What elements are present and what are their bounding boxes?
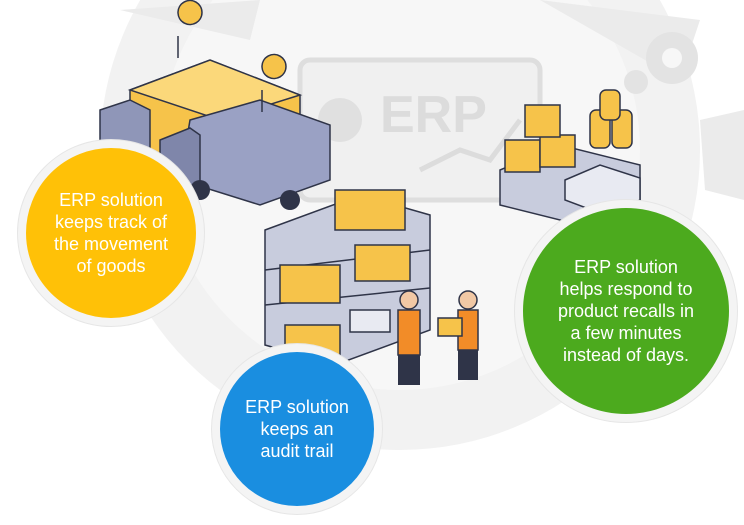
goods-tracking-text: ERP solution keeps track of the movement… bbox=[53, 190, 169, 276]
product-recall-text: ERP solution helps respond to product re… bbox=[557, 257, 695, 365]
erp-monitor: ERP bbox=[297, 57, 543, 203]
erp-logo-text: ERP bbox=[380, 86, 487, 144]
goods-tracking-bubble: ERP solution keeps track of the movement… bbox=[18, 140, 204, 326]
location-pin-icon bbox=[261, 53, 287, 80]
audit-trail-text: ERP solution keeps an audit trail bbox=[245, 397, 349, 461]
location-pin-icon bbox=[177, 0, 203, 26]
product-recall-bubble: ERP solution helps respond to product re… bbox=[515, 200, 737, 422]
warehouse-shelving bbox=[264, 189, 431, 366]
audit-trail-bubble: ERP solution keeps an audit trail bbox=[212, 344, 382, 514]
warehouse-workers bbox=[397, 290, 479, 385]
gear-icon bbox=[624, 32, 698, 94]
delivery-trucks bbox=[99, 0, 331, 210]
